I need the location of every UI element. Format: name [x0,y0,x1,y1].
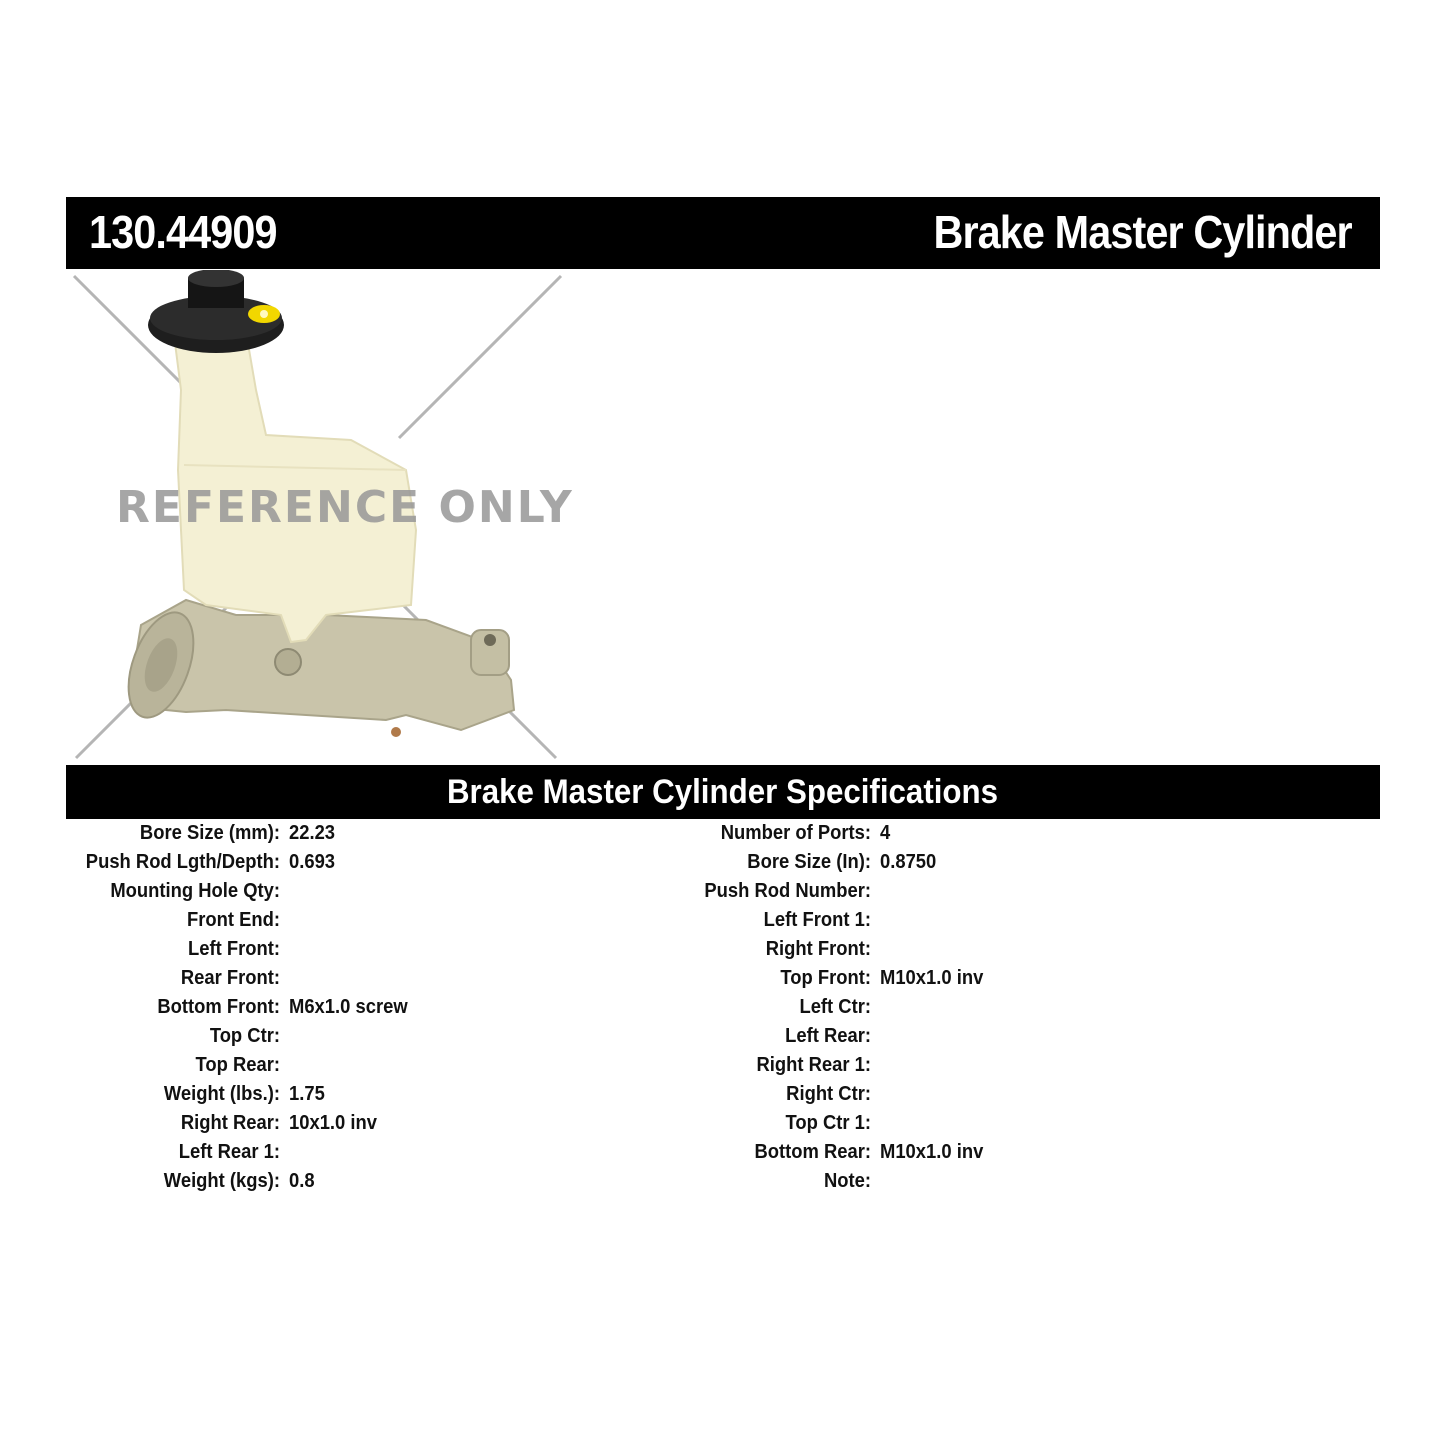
spec-label: Bore Size (In): [747,851,871,873]
specifications-title: Brake Master Cylinder Specifications [447,773,999,811]
spec-label: Bottom Front: [157,996,280,1018]
spec-label: Left Rear 1: [178,1141,280,1163]
spec-value: 0.8 [289,1170,315,1192]
spec-value: 0.693 [289,851,336,873]
specifications-header: Brake Master Cylinder Specifications [66,765,1380,819]
spec-value: 10x1.0 inv [289,1112,377,1134]
spec-value: 0.8750 [880,851,937,873]
brake-master-cylinder-image [72,269,563,760]
spec-label: Push Rod Number: [704,880,871,902]
spec-value: 1.75 [289,1083,325,1105]
title-bar: 130.44909 Brake Master Cylinder [66,197,1380,269]
spec-label: Number of Ports: [720,822,871,844]
spec-label: Weight (lbs.): [163,1083,280,1105]
spec-label: Bottom Rear: [754,1141,871,1163]
spec-label: Right Ctr: [786,1083,871,1105]
spec-label: Left Front: [188,938,280,960]
spec-label: Note: [823,1170,871,1192]
spec-label: Weight (kgs): [163,1170,280,1192]
spec-label: Right Rear 1: [756,1054,871,1076]
spec-label: Right Front: [765,938,871,960]
spec-label: Top Front: [780,967,871,989]
spec-label: Left Front 1: [763,909,871,931]
spec-label: Left Ctr: [799,996,871,1018]
spec-label: Push Rod Lgth/Depth: [85,851,280,873]
spec-label: Right Rear: [180,1112,280,1134]
spec-value: M6x1.0 screw [289,996,408,1018]
spec-value: M10x1.0 inv [880,1141,984,1163]
spec-label: Bore Size (mm): [139,822,280,844]
spec-label: Front End: [186,909,280,931]
spec-label: Top Ctr 1: [785,1112,871,1134]
part-number: 130.44909 [89,206,278,258]
spec-value: 22.23 [289,822,336,844]
product-image: REFERENCE ONLY [66,269,576,762]
spec-label: Top Rear: [195,1054,280,1076]
spec-label: Rear Front: [180,967,280,989]
spec-value: 4 [880,822,891,844]
spec-label: Mounting Hole Qty: [110,880,280,902]
spec-label: Left Rear: [785,1025,871,1047]
spec-label: Top Ctr: [209,1025,280,1047]
reference-only-watermark: REFERENCE ONLY [116,482,574,533]
spec-value: M10x1.0 inv [880,967,984,989]
product-name: Brake Master Cylinder [933,206,1353,258]
